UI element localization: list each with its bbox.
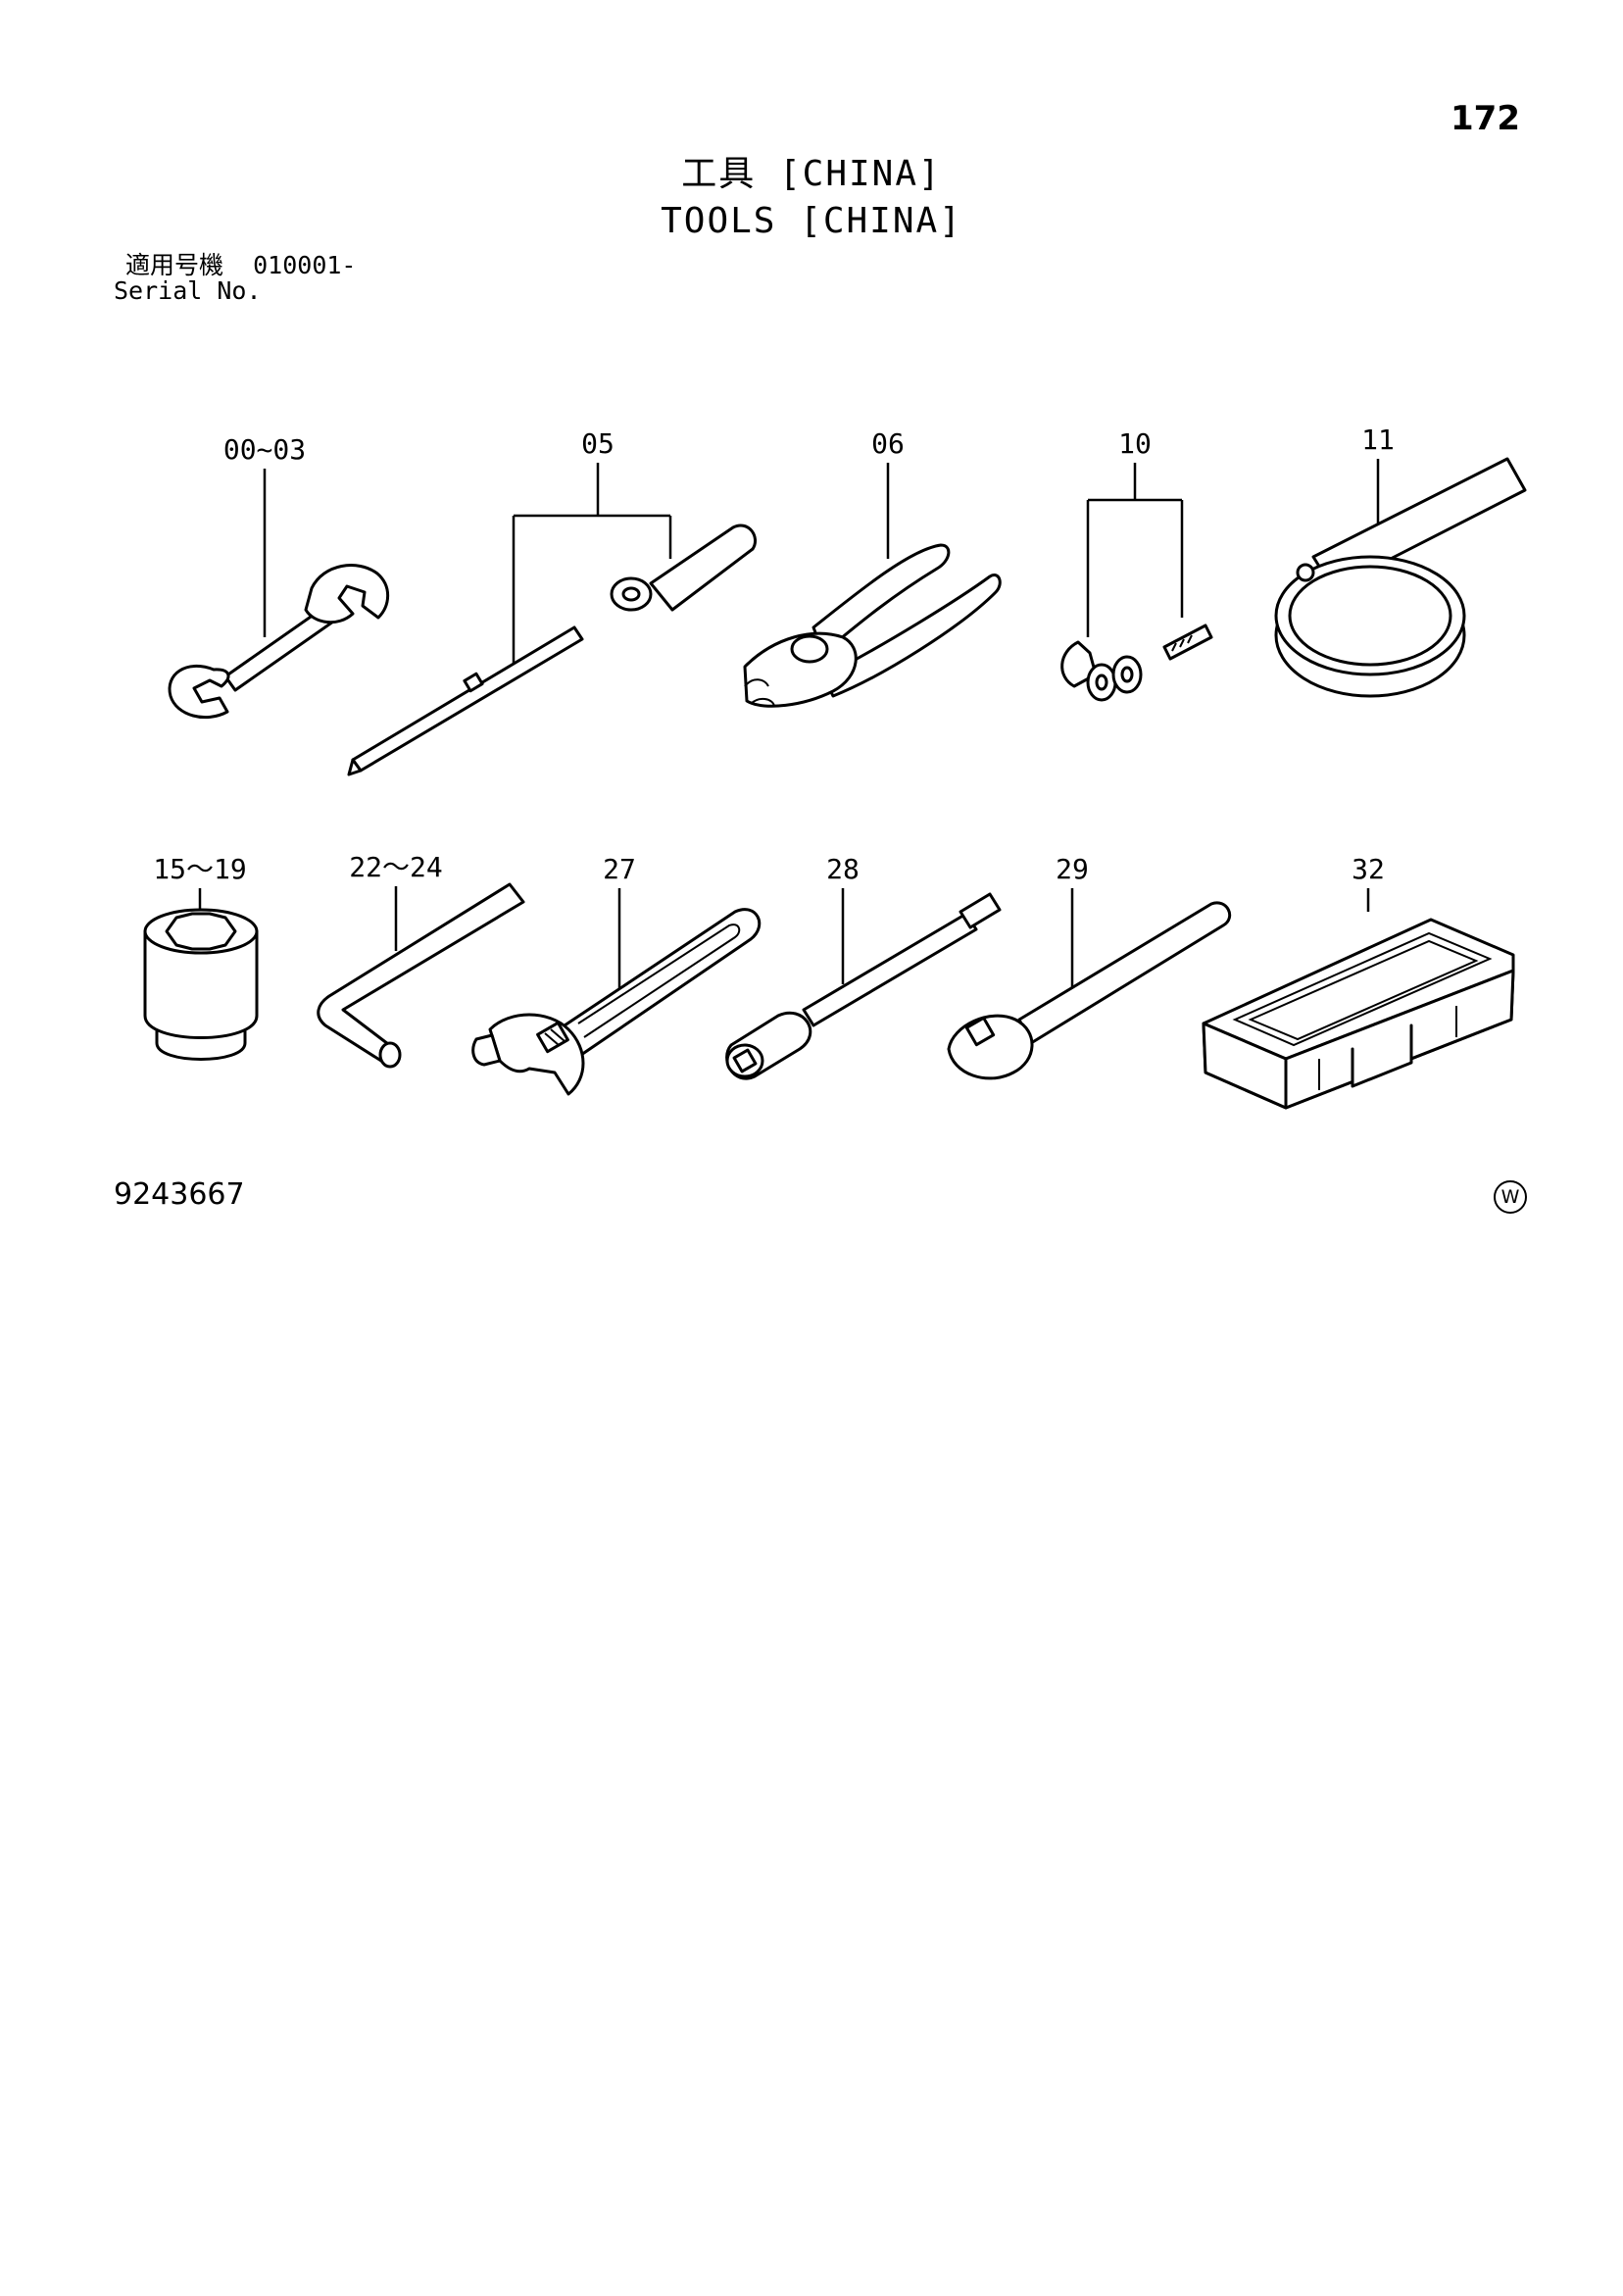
shackle-drawing: 10 <box>1060 427 1213 702</box>
callout-filter-wrench: 11 <box>1361 424 1395 456</box>
page-title-en: TOOLS [CHINA] <box>661 201 962 241</box>
page-number: 172 <box>1451 99 1520 138</box>
page-title-jp: 工具 [CHINA] <box>681 154 942 194</box>
serial-label-jp: 適用号機 010001- <box>125 253 356 277</box>
ratchet-handle-drawing: 29 <box>947 853 1232 1080</box>
serial-value: 010001- <box>253 251 357 279</box>
adjustable-wrench-drawing: 27 <box>471 853 762 1096</box>
document-number: 9243667 <box>114 1177 245 1212</box>
tool-case-drawing: 32 <box>1202 853 1515 1110</box>
callout-adjustable-wrench: 27 <box>603 853 636 885</box>
filter-wrench-drawing: 11 <box>1274 424 1527 698</box>
callout-socket: 15～19 <box>153 853 246 885</box>
callout-ratchet-handle: 29 <box>1056 853 1089 885</box>
serial-label-jp-text: 適用号機 <box>125 251 224 279</box>
hex-key-drawing: 22～24 <box>317 851 525 1069</box>
callout-tool-case: 32 <box>1352 853 1385 885</box>
screwdriver-drawing: 05 <box>347 427 757 776</box>
extension-bar-drawing: 28 <box>725 853 1002 1080</box>
pliers-drawing: 06 <box>743 427 1002 708</box>
callout-extension-bar: 28 <box>826 853 860 885</box>
w-mark-icon: W <box>1494 1180 1527 1214</box>
callout-hex-key: 22～24 <box>349 851 442 883</box>
serial-label-en: Serial No. <box>114 276 262 305</box>
wrench-drawing: 00~03 <box>168 433 390 720</box>
socket-drawing: 15～19 <box>143 853 259 1061</box>
callout-shackle: 10 <box>1118 427 1152 460</box>
callout-screwdriver: 05 <box>581 427 615 460</box>
callout-wrench: 00~03 <box>223 433 306 466</box>
callout-pliers: 06 <box>871 427 905 460</box>
